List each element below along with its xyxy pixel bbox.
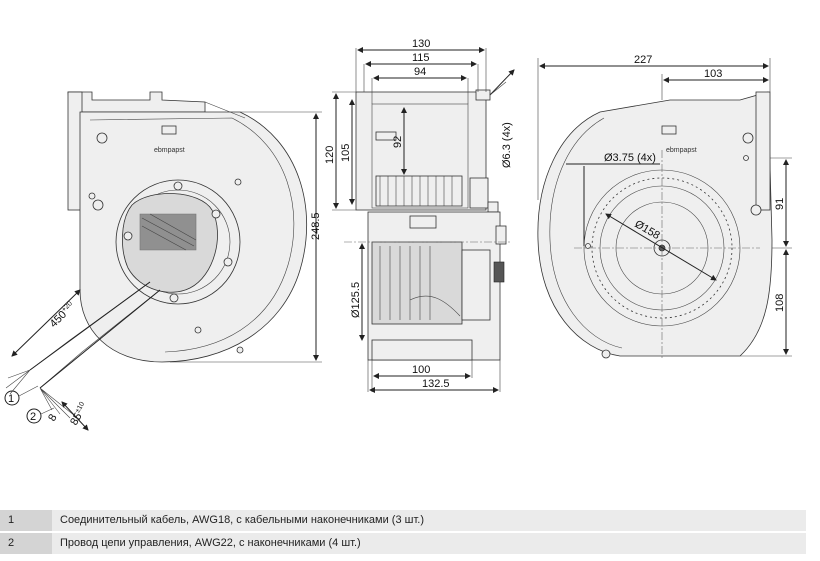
legend-description: Соединительный кабель, AWG18, с кабельны… <box>60 514 425 526</box>
callout-2-label: 2 <box>30 411 36 423</box>
side-view: 130 115 94 120 105 92 Ø6.3 (4x) Ø125.5 1… <box>324 38 515 393</box>
legend-description: Провод цепи управления, AWG22, с наконеч… <box>60 537 361 549</box>
dim-hole-6.3: Ø6.3 (4x) <box>501 122 513 168</box>
dim-125: Ø125.5 <box>350 282 362 318</box>
callout-2 <box>26 408 42 424</box>
dim-248: 248.5 <box>310 212 322 240</box>
dim-130: 130 <box>412 38 430 50</box>
inlet-view: ebmpapst Ø158 Ø3.75 (4x) 227 103 <box>537 54 792 359</box>
legend-number: 2 <box>0 533 52 554</box>
dim-92: 92 <box>392 136 404 148</box>
dim-108: 108 <box>774 294 786 312</box>
dim-120: 120 <box>324 146 336 164</box>
dim-100: 100 <box>412 364 430 376</box>
callout-1-label: 1 <box>8 393 14 405</box>
dim-103: 103 <box>704 68 722 80</box>
callout-1 <box>4 390 20 406</box>
brand-label-inlet: ebmpapst <box>666 147 697 154</box>
dim-91: 91 <box>774 198 786 210</box>
technical-drawing: 248.5 450+20 85±10 8 1 2 ebmpapst <box>4 38 792 431</box>
dim-cable-450: 450+20 <box>48 300 78 330</box>
dim-94: 94 <box>414 66 426 78</box>
dim-132: 132.5 <box>422 378 450 390</box>
dim-115: 115 <box>412 52 430 64</box>
dim-105: 105 <box>340 144 352 162</box>
dim-hole-3.75: Ø3.75 (4x) <box>604 152 656 164</box>
legend-row: 1 Соединительный кабель, AWG18, с кабель… <box>0 510 806 531</box>
dim-cable-85: 85±10 <box>68 401 90 428</box>
legend-number: 1 <box>0 510 52 531</box>
legend-table: 1 Соединительный кабель, AWG18, с кабель… <box>0 510 806 556</box>
brand-label-front: ebmpapst <box>154 147 185 154</box>
legend-row: 2 Провод цепи управления, AWG22, с након… <box>0 533 806 554</box>
front-view: 248.5 450+20 85±10 8 1 2 ebmpapst <box>4 91 322 431</box>
dim-227: 227 <box>634 54 652 66</box>
dim-cable-8: 8 <box>46 412 59 423</box>
